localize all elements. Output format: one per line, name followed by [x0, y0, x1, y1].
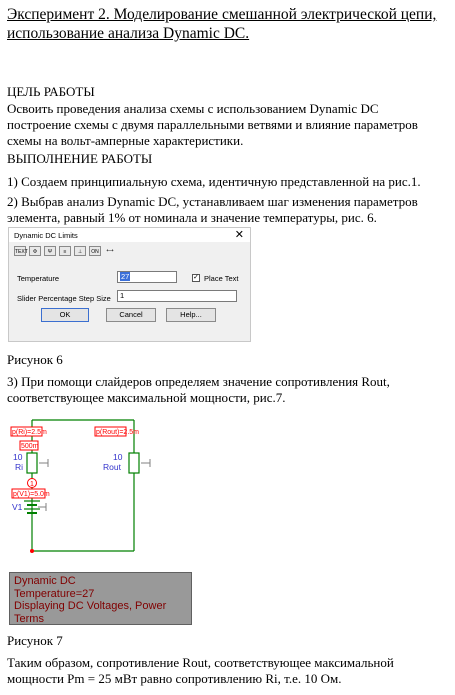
- power-ri-label: p(Ri)=2.5m: [12, 429, 47, 436]
- cancel-button[interactable]: Cancel: [106, 308, 156, 322]
- goal-heading: ЦЕЛЬ РАБОТЫ: [7, 84, 95, 99]
- place-text-checkbox[interactable]: ✓: [192, 274, 200, 282]
- resistor-rout-symbol[interactable]: [128, 452, 140, 474]
- v1-name: V1: [12, 502, 23, 512]
- temperature-label: Temperature: [17, 274, 60, 283]
- page-title: Эксперимент 2. Моделирование смешанной э…: [7, 6, 437, 42]
- help-button[interactable]: Help...: [166, 308, 216, 322]
- dialog-toolbar: TEXT Ф Ψ ≡ ⊥ ON ⟷: [14, 246, 116, 258]
- dialog-title: Dynamic DC Limits: [14, 231, 78, 240]
- text-tool-icon[interactable]: TEXT: [14, 246, 28, 256]
- resistor-ri-symbol[interactable]: [26, 452, 38, 474]
- ri-name: Ri: [15, 462, 23, 472]
- dialog-titlebar: Dynamic DC Limits ✕: [9, 228, 250, 242]
- ground-tool-icon[interactable]: ⊥: [74, 246, 86, 256]
- rout-name: Rout: [103, 462, 122, 472]
- slider-step-label: Slider Percentage Step Size: [17, 294, 111, 303]
- status-line-temperature: Temperature=27: [14, 587, 95, 600]
- on-tool-icon[interactable]: ON: [89, 246, 101, 256]
- status-line-display: Displaying DC Voltages, Power Terms: [14, 600, 167, 625]
- place-text-label: Place Text: [204, 274, 239, 283]
- step-2: 2) Выбрав анализ Dynamic DC, устанавлива…: [7, 194, 418, 225]
- node-marker: [27, 478, 37, 488]
- power-v1-label: p(V1)=5.0m: [13, 491, 50, 498]
- figure-6-caption: Рисунок 6: [7, 352, 63, 367]
- slider-step-input[interactable]: 1: [117, 290, 237, 302]
- dynamic-dc-limits-dialog: Dynamic DC Limits ✕ TEXT Ф Ψ ≡ ⊥ ON ⟷ Te…: [8, 227, 251, 342]
- ok-button[interactable]: OK: [41, 308, 89, 322]
- figure-7-caption: Рисунок 7: [7, 633, 63, 648]
- step-1: 1) Создаем принципиальную схема, идентич…: [7, 174, 421, 189]
- list-tool-icon[interactable]: ≡: [59, 246, 71, 256]
- goal-text: Освоить проведения анализа схемы с испол…: [7, 101, 418, 148]
- flux-tool-icon[interactable]: Ψ: [44, 246, 56, 256]
- step-3: 3) При помощи слайдеров определяем значе…: [7, 374, 390, 405]
- work-heading: ВЫПОЛНЕНИЕ РАБОТЫ: [7, 151, 153, 166]
- node-dot-bottom: [30, 549, 34, 553]
- current-label: 500m: [21, 443, 39, 450]
- conclusion-text: Таким образом, сопротивление Rout, соотв…: [7, 655, 394, 686]
- phase-tool-icon[interactable]: Ф: [29, 246, 41, 256]
- close-icon[interactable]: ✕: [234, 229, 244, 241]
- ri-value: 10: [13, 452, 23, 462]
- rout-value: 10: [113, 452, 123, 462]
- circuit-schematic: 1 p(Ri)=2.5m p(Rout)=2.5m 500m p(V1)=5.0…: [10, 419, 151, 553]
- dynamic-dc-status-box: Dynamic DC Temperature=27 Displaying DC …: [9, 572, 192, 625]
- arrow-tool-icon[interactable]: ⟷: [106, 248, 114, 254]
- node-label: 1: [30, 481, 34, 488]
- temperature-input[interactable]: 27: [117, 271, 177, 283]
- power-rout-label: p(Rout)=2.5m: [96, 429, 139, 436]
- status-line-mode: Dynamic DC: [14, 575, 76, 587]
